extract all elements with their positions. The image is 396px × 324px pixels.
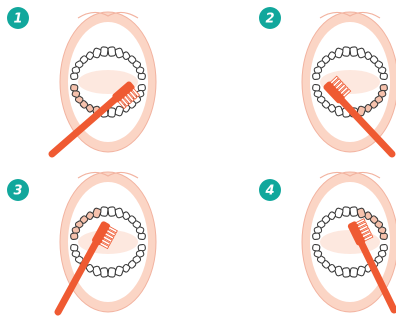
mouth-brushing-lower-right-icon: 2 [259, 7, 396, 154]
tooth [312, 233, 320, 240]
mouth-brushing-upper-left-icon: 3 [7, 172, 156, 312]
tooth [312, 84, 320, 91]
tooth [70, 244, 78, 251]
mouth-brushing-upper-right-icon: 4 [259, 172, 396, 312]
tooth [108, 47, 116, 57]
step-number: 3 [13, 184, 22, 199]
tooth [312, 244, 320, 251]
tooth [350, 47, 358, 57]
step-number: 2 [265, 12, 274, 27]
tooth [108, 268, 116, 278]
tooth [350, 207, 358, 217]
tooth [108, 207, 116, 217]
tooth [70, 84, 78, 91]
tooth [312, 73, 320, 80]
mouth-brushing-lower-left-icon: 1 [7, 7, 156, 154]
tooth [70, 233, 78, 240]
step-number: 1 [13, 12, 22, 27]
tooth [70, 73, 78, 80]
step-number: 4 [264, 184, 274, 199]
tooth [350, 268, 358, 278]
